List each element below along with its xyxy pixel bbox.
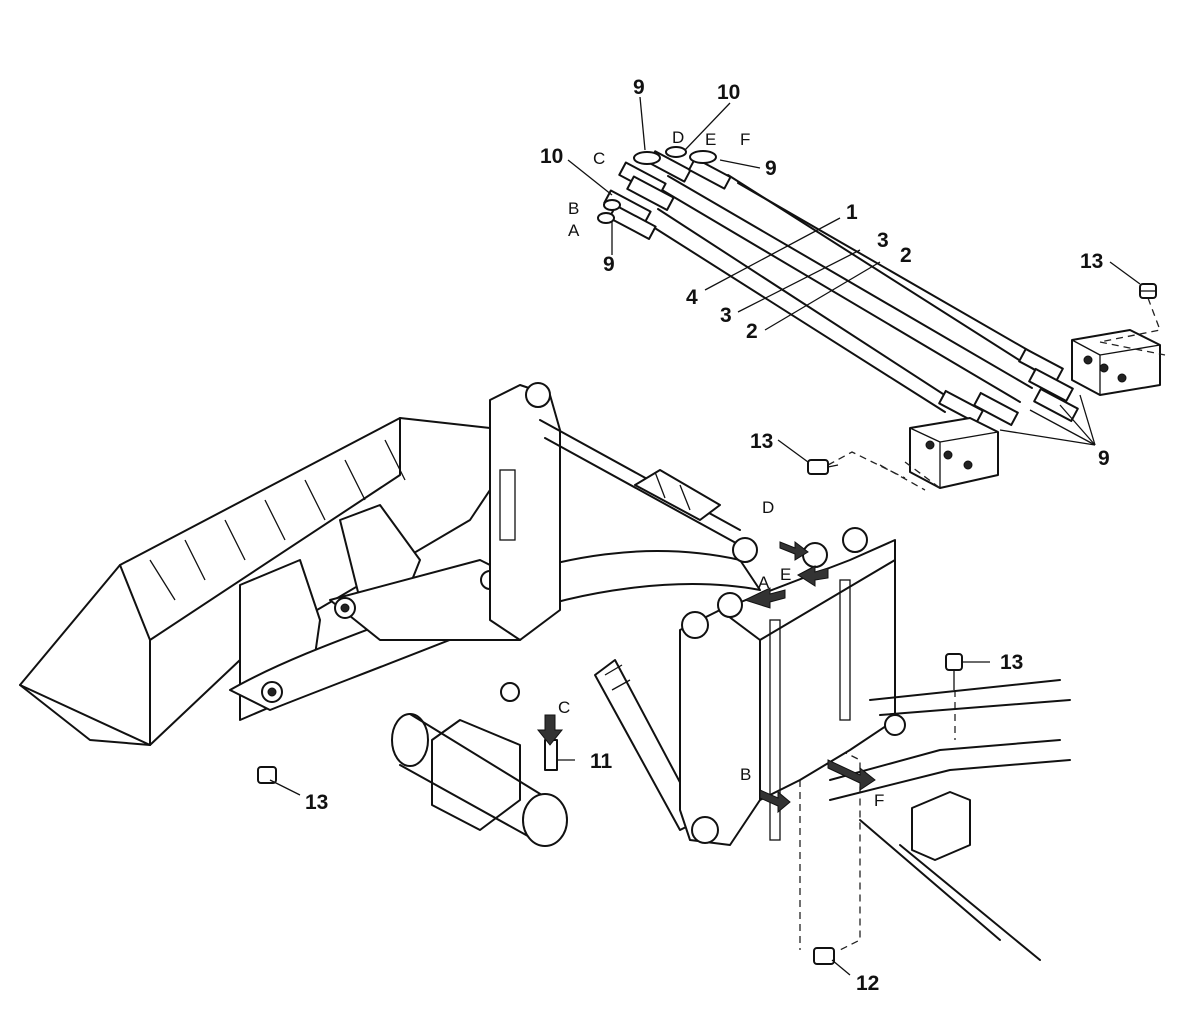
letter-a-top: A [568, 221, 580, 240]
callout-2-upper: 2 [900, 244, 912, 267]
loader-main-frame [679, 527, 906, 846]
callout-13-left: 13 [305, 791, 328, 814]
callout-10-left: 10 [540, 145, 563, 168]
callout-10-top: 10 [717, 81, 740, 104]
letter-b-top: B [568, 199, 579, 218]
callout-13-right: 13 [1000, 651, 1023, 674]
callout-13-upper-right: 13 [1080, 250, 1103, 273]
lower-fittings-cluster [938, 347, 1079, 427]
callout-1: 1 [846, 201, 858, 224]
callout-9-top: 9 [633, 76, 645, 99]
letter-e-low: E [780, 565, 791, 584]
connection-arrows [536, 540, 876, 814]
upper-fittings-cluster [597, 146, 732, 240]
callout-11: 11 [590, 750, 613, 773]
callout-9-left: 9 [603, 253, 615, 276]
bolt-13-upper-right [1139, 283, 1157, 299]
letter-e-top: E [705, 130, 716, 149]
callout-labels: 9 10 9 10 9 1 3 2 4 3 2 13 9 13 13 11 13… [305, 76, 1110, 995]
callout-4: 4 [686, 286, 698, 309]
hydraulic-tube-assembly [649, 174, 1046, 413]
tractor-chassis [829, 679, 1071, 961]
bolt-12 [813, 947, 835, 965]
bolt-13-middle [807, 459, 839, 475]
callout-9-block: 9 [1098, 447, 1110, 470]
manifold-block-upper [1071, 329, 1161, 396]
letter-b-low: B [740, 765, 751, 784]
callout-12: 12 [856, 972, 879, 995]
callout-13-middle: 13 [750, 430, 773, 453]
callout-3-upper: 3 [877, 229, 889, 252]
pivot-mount-assembly [391, 713, 568, 847]
letter-f-top: F [740, 130, 750, 149]
letter-a-low: A [758, 573, 770, 592]
manifold-block-lower [909, 417, 999, 489]
connection-letters: D E F C B A D E A C B F [558, 128, 884, 810]
bolt-13-right [945, 653, 963, 690]
callout-9-right: 9 [765, 157, 777, 180]
bolt-13-left [257, 766, 277, 784]
leader-lines [269, 96, 1141, 976]
letter-d-low: D [762, 498, 774, 517]
callout-2-lower: 2 [746, 320, 758, 343]
letter-d-top: D [672, 128, 684, 147]
callout-3-lower: 3 [720, 304, 732, 327]
hydraulic-cylinder-upper [634, 469, 721, 521]
letter-c-low: C [558, 698, 570, 717]
letter-c-top: C [593, 149, 605, 168]
letter-f-low: F [874, 791, 884, 810]
